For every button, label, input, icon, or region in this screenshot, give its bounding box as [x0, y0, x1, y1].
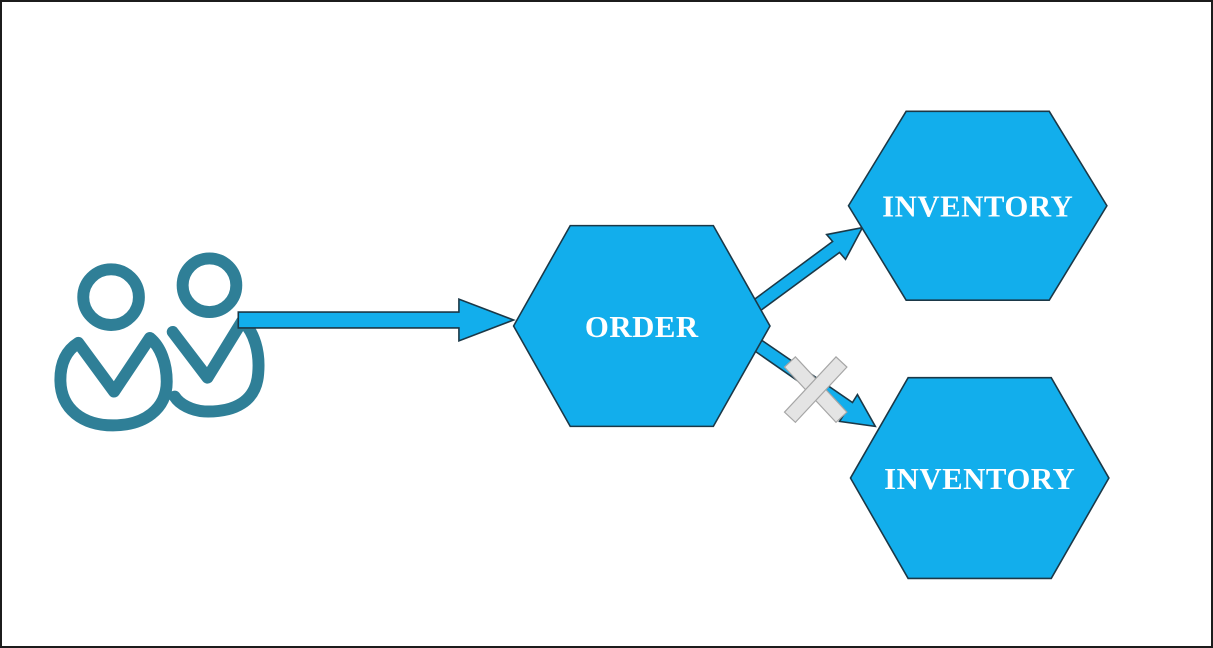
order-node — [512, 224, 771, 428]
user-head-right — [176, 252, 243, 319]
cross-bar-slash — [783, 356, 848, 424]
inventory-top-node-label: INVENTORY — [882, 190, 1073, 224]
cross-out-x-icon — [783, 356, 848, 424]
arrow-order-to-inventory-top — [740, 226, 864, 321]
inventory-bottom-node-label: INVENTORY — [884, 462, 1075, 496]
inventory-top-node — [847, 110, 1108, 301]
user-body-right — [166, 315, 265, 418]
user-body-left — [54, 331, 173, 432]
users-icon — [54, 252, 265, 432]
user-head-left — [77, 263, 145, 331]
order-node-label: ORDER — [585, 310, 699, 344]
inventory-bottom-node — [849, 376, 1110, 580]
arrow-users-to-order — [237, 297, 516, 343]
